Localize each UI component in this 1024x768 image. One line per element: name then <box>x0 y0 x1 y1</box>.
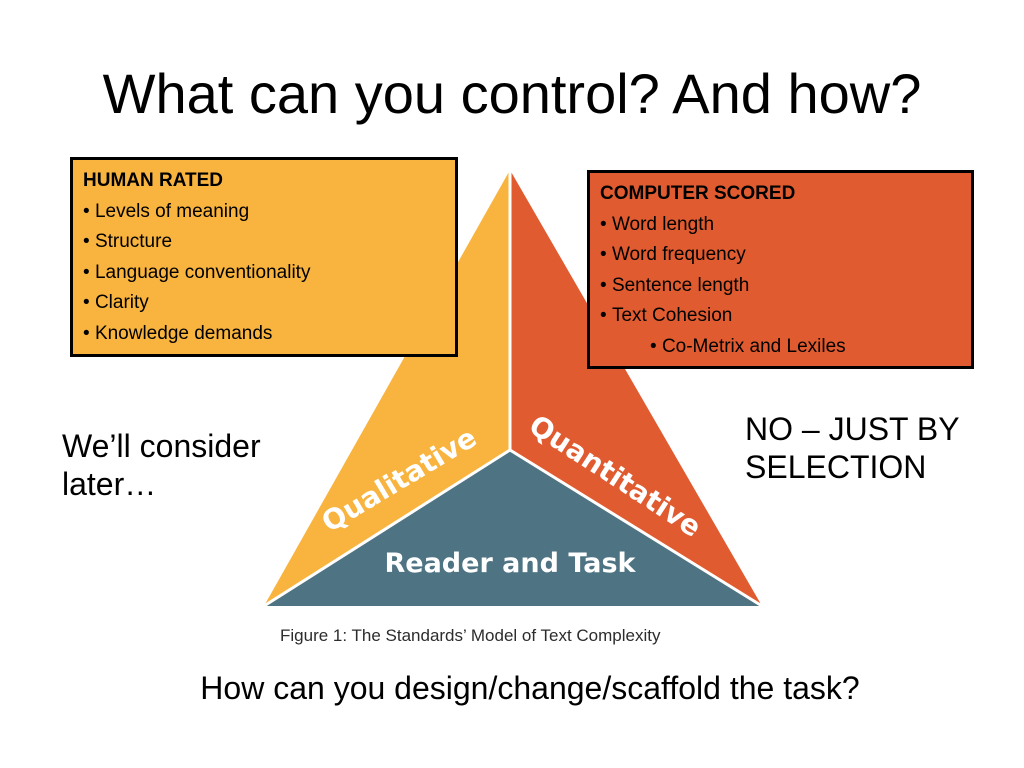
reader-task-segment <box>264 450 762 606</box>
human-rated-item: Structure <box>83 227 455 258</box>
bottom-question: How can you design/change/scaffold the t… <box>200 670 860 706</box>
human-rated-item: Knowledge demands <box>83 319 455 350</box>
right-note: NO – JUST BY SELECTION <box>745 411 959 485</box>
computer-scored-item: Word frequency <box>600 240 971 271</box>
human-rated-box: HUMAN RATED Levels of meaning Structure … <box>70 157 458 357</box>
slide-title: What can you control? And how? <box>102 62 922 125</box>
reader-task-label: Reader and Task <box>384 548 636 579</box>
human-rated-heading: HUMAN RATED <box>83 170 224 191</box>
human-rated-item: Language conventionality <box>83 258 455 289</box>
human-rated-item: Levels of meaning <box>83 197 455 228</box>
computer-scored-item: Sentence length <box>600 271 971 302</box>
computer-scored-heading: COMPUTER SCORED <box>600 183 796 204</box>
human-rated-item: Clarity <box>83 288 455 319</box>
left-note: We’ll consider later… <box>62 428 261 502</box>
computer-scored-subitem: Co-Metrix and Lexiles <box>600 332 971 363</box>
divider-left <box>263 448 511 608</box>
computer-scored-box: COMPUTER SCORED Word length Word frequen… <box>587 170 974 369</box>
figure-caption: Figure 1: The Standards’ Model of Text C… <box>280 626 661 645</box>
quantitative-segment <box>510 170 762 606</box>
computer-scored-item: Word length <box>600 210 971 241</box>
computer-scored-item: Text Cohesion <box>600 301 971 332</box>
divider-right <box>509 448 763 608</box>
